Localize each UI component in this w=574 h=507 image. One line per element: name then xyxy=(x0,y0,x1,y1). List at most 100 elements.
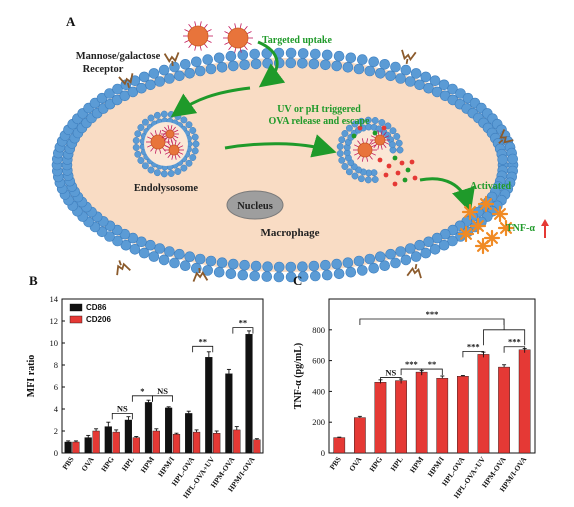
vesicle-lipid xyxy=(160,170,168,178)
lipid-head xyxy=(333,50,345,62)
bar-tnf xyxy=(457,376,469,454)
vesicle-lipid xyxy=(180,116,188,124)
lipid-head xyxy=(250,260,262,272)
nanoparticle xyxy=(161,125,179,143)
bar-cd86 xyxy=(84,437,92,454)
x-tick-label: HPL xyxy=(389,455,405,473)
lipid-head xyxy=(169,257,180,269)
vesicle-lipid xyxy=(174,113,182,120)
targeted-uptake-label: Targeted uptake xyxy=(262,35,332,46)
lipid-head xyxy=(285,57,297,69)
lipid-head xyxy=(239,59,250,71)
vesicle-lipid xyxy=(191,133,199,141)
x-tick-label: HPG xyxy=(99,455,116,474)
vesicle-lipid xyxy=(185,159,193,167)
mannose-galactose-receptors xyxy=(116,49,514,282)
bar-cd206 xyxy=(152,430,160,454)
lipid-head xyxy=(184,251,195,263)
y-tick-label: 0 xyxy=(54,448,58,458)
lipid-head xyxy=(225,268,237,280)
lipid-head xyxy=(379,260,391,272)
y-tick-label: 0 xyxy=(321,448,325,458)
lipid-head xyxy=(356,54,368,65)
lipid-head xyxy=(154,243,165,254)
ova-molecule xyxy=(392,181,398,187)
ova-molecule xyxy=(381,125,387,131)
lipid-head xyxy=(262,261,273,273)
lipid-head xyxy=(410,68,422,79)
bar-tnf xyxy=(518,349,531,454)
bar-cd86 xyxy=(164,407,173,454)
x-tick-label: HPG xyxy=(367,455,384,474)
panel-c-label: C xyxy=(293,273,302,288)
ova-molecule xyxy=(383,172,389,178)
lipid-head xyxy=(249,270,260,282)
lipid-head xyxy=(438,239,450,251)
y-tick-label: 800 xyxy=(312,325,325,335)
lipid-head xyxy=(331,60,343,72)
vesicle-lipid xyxy=(378,119,386,126)
lipid-head xyxy=(297,48,309,59)
ova-molecule xyxy=(357,125,363,131)
bar-tnf xyxy=(436,378,449,454)
up-arrow-icon xyxy=(541,219,549,238)
tnf-molecule xyxy=(457,225,475,243)
vesicle-lipid xyxy=(336,150,344,157)
tnf-alpha-cytokines xyxy=(457,195,515,255)
lipid-head xyxy=(420,247,432,259)
bar-cd206 xyxy=(253,439,261,454)
y-axis-title: MFI ratio xyxy=(26,355,37,398)
lipid-head xyxy=(250,58,262,70)
significance-bracket xyxy=(359,318,505,326)
lipid-head xyxy=(237,269,249,281)
lipid-head xyxy=(239,259,250,271)
lipid-head xyxy=(237,49,249,61)
vesicle-lipid xyxy=(137,124,145,131)
significance-label: NS xyxy=(117,403,128,413)
significance-label: *** xyxy=(508,337,521,347)
lipid-head xyxy=(120,239,132,251)
lipid-head xyxy=(320,59,331,71)
bar-tnf xyxy=(477,354,490,454)
y-tick-label: 2 xyxy=(54,426,58,436)
lipid-head xyxy=(96,92,108,104)
vesicle-lipid xyxy=(364,176,372,184)
bar-tnf xyxy=(395,380,407,454)
vesicle-lipid xyxy=(341,130,349,137)
bar-tnf xyxy=(415,371,428,454)
lipid-head xyxy=(320,259,331,271)
bar-cd86 xyxy=(205,357,213,454)
vesicle-lipid xyxy=(192,140,200,148)
lipid-head xyxy=(353,63,365,75)
lipid-head xyxy=(194,65,206,77)
lipid-head xyxy=(356,265,368,276)
ova-molecule xyxy=(399,160,405,166)
lipid-head xyxy=(507,153,519,165)
panel-b-label: B xyxy=(29,273,38,288)
lipid-head xyxy=(194,253,206,265)
lipid-head xyxy=(414,239,425,251)
lipid-head xyxy=(285,47,297,59)
lipid-head xyxy=(308,260,320,272)
vesicle-lipid xyxy=(137,157,145,164)
release-label-line1: UV or pH triggered xyxy=(277,104,361,115)
y-tick-label: 200 xyxy=(312,417,325,427)
nanoparticle xyxy=(183,21,213,51)
lipid-head xyxy=(180,260,191,272)
y-tick-label: 6 xyxy=(54,382,58,392)
activation-arrow xyxy=(419,177,475,213)
lipid-head xyxy=(148,251,160,262)
lipid-head xyxy=(321,269,333,281)
uptake-arrow xyxy=(257,40,286,88)
lipid-head xyxy=(438,79,450,91)
lipid-head xyxy=(345,52,357,64)
lipid-head xyxy=(216,62,228,73)
release-arrow xyxy=(224,134,337,158)
tnf-alpha-label: TNF-α xyxy=(506,223,535,234)
significance-bracket xyxy=(152,395,173,402)
vesicle-lipid xyxy=(338,156,346,164)
release-label-line2: OVA release and escape xyxy=(268,116,370,127)
tnf-molecule xyxy=(474,237,492,255)
ova-molecule xyxy=(351,133,357,139)
